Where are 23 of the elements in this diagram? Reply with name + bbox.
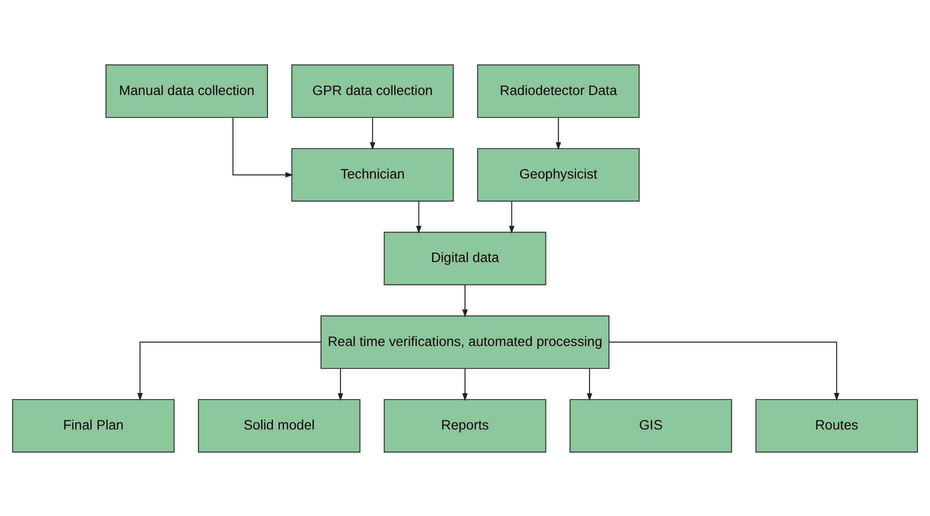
node-box: Routes xyxy=(755,398,918,452)
node-box: GPR data collection xyxy=(291,64,454,118)
arrow xyxy=(232,116,294,178)
node-box: Final Plan xyxy=(12,398,175,452)
arrow xyxy=(462,284,468,317)
node-box: Radiodetector Data xyxy=(477,64,640,118)
arrow xyxy=(586,368,592,401)
arrow xyxy=(508,200,514,234)
arrow xyxy=(462,368,468,401)
node-box: Reports xyxy=(384,398,546,452)
node-box: Solid model xyxy=(198,398,360,452)
node-box: Real time verifications, automated processing xyxy=(320,314,610,368)
arrow xyxy=(137,341,322,400)
arrow xyxy=(608,341,840,400)
arrow xyxy=(338,368,344,401)
arrow xyxy=(370,116,376,150)
node-box: Digital data xyxy=(384,231,546,285)
node-box: GIS xyxy=(570,398,732,452)
node-box: Technician xyxy=(291,148,454,202)
node-box: Manual data collection xyxy=(106,64,268,118)
node-box: Geophysicist xyxy=(477,148,640,202)
arrow xyxy=(416,200,422,234)
arrow xyxy=(556,116,562,150)
